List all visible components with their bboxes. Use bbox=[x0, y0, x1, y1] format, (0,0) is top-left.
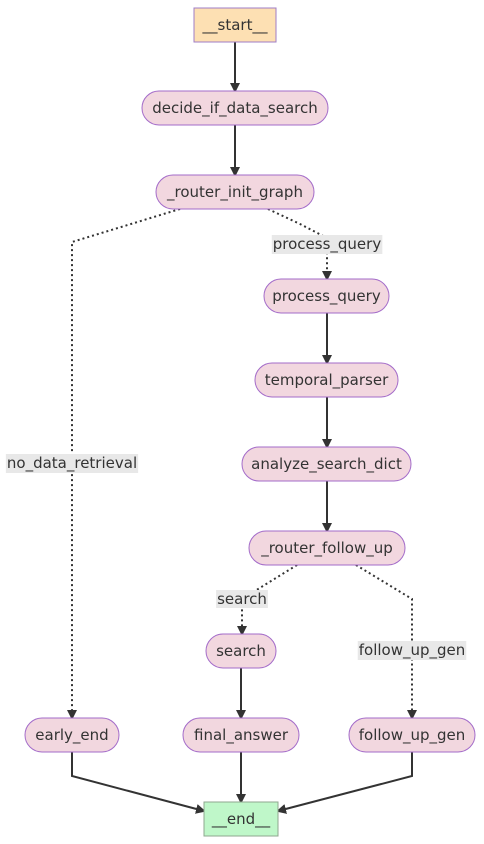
node-early_end: early_end bbox=[24, 717, 120, 753]
edge-router_follow-to-search bbox=[237, 564, 298, 636]
node-label: temporal_parser bbox=[265, 371, 389, 390]
edge-label-background bbox=[5, 454, 139, 473]
edge-early_end-to-end bbox=[71, 752, 206, 814]
node-box bbox=[241, 446, 412, 482]
edges-layer bbox=[67, 42, 417, 814]
node-box bbox=[155, 174, 315, 210]
node-box bbox=[248, 530, 406, 566]
node-label: _router_init_graph bbox=[166, 183, 303, 202]
edge-label-background bbox=[216, 590, 268, 608]
node-box bbox=[348, 717, 476, 753]
node-label: decide_if_data_search bbox=[152, 99, 317, 118]
node-temporal_parser: temporal_parser bbox=[254, 362, 399, 398]
node-box bbox=[141, 90, 329, 126]
node-label: follow_up_gen bbox=[359, 726, 466, 745]
node-label: process_query bbox=[272, 287, 381, 306]
edge-router_init-to-early_end bbox=[67, 208, 181, 720]
node-end: __end__ bbox=[203, 801, 279, 837]
node-start: __start__ bbox=[193, 7, 277, 43]
node-router_follow: _router_follow_up bbox=[248, 530, 406, 566]
node-process_query: process_query bbox=[263, 278, 390, 314]
node-label: __start__ bbox=[202, 16, 268, 35]
node-box bbox=[203, 801, 279, 837]
node-label: _router_follow_up bbox=[260, 539, 393, 558]
edge-router_init-to-process_query bbox=[267, 208, 332, 281]
nodes-layer: __start__ decide_if_data_search _router_in… bbox=[24, 7, 476, 837]
edge-label-text: no_data_retrieval bbox=[7, 454, 137, 473]
node-box bbox=[24, 717, 120, 753]
edge-label-router_follow-to-follow_up_gen: follow_up_gen bbox=[357, 641, 467, 660]
node-label: early_end bbox=[35, 726, 108, 745]
edge-label-router_init-to-early_end: no_data_retrieval bbox=[5, 454, 139, 473]
node-box bbox=[193, 7, 277, 43]
node-follow_up_gen: follow_up_gen bbox=[348, 717, 476, 753]
edge-follow_up_gen-to-end bbox=[276, 752, 413, 814]
edge-label-router_follow-to-search: search bbox=[216, 590, 268, 608]
edge-label-background bbox=[271, 235, 383, 254]
node-box bbox=[263, 278, 390, 314]
node-box bbox=[205, 633, 277, 669]
node-final_answer: final_answer bbox=[182, 717, 300, 753]
node-box bbox=[254, 362, 399, 398]
edge-label-background bbox=[357, 641, 467, 660]
edge-label-text: process_query bbox=[273, 235, 382, 254]
edge-label-router_init-to-process_query: process_query bbox=[271, 235, 383, 254]
node-search: search bbox=[205, 633, 277, 669]
node-analyze: analyze_search_dict bbox=[241, 446, 412, 482]
node-label: final_answer bbox=[194, 726, 289, 745]
node-decide: decide_if_data_search bbox=[141, 90, 329, 126]
node-label: __end__ bbox=[211, 810, 271, 829]
edge-router_follow-to-follow_up_gen bbox=[355, 564, 417, 720]
edge-label-text: follow_up_gen bbox=[359, 641, 466, 660]
node-box bbox=[182, 717, 300, 753]
node-label: search bbox=[216, 642, 266, 660]
node-label: analyze_search_dict bbox=[251, 455, 402, 474]
edge-label-text: search bbox=[217, 590, 267, 608]
node-router_init: _router_init_graph bbox=[155, 174, 315, 210]
